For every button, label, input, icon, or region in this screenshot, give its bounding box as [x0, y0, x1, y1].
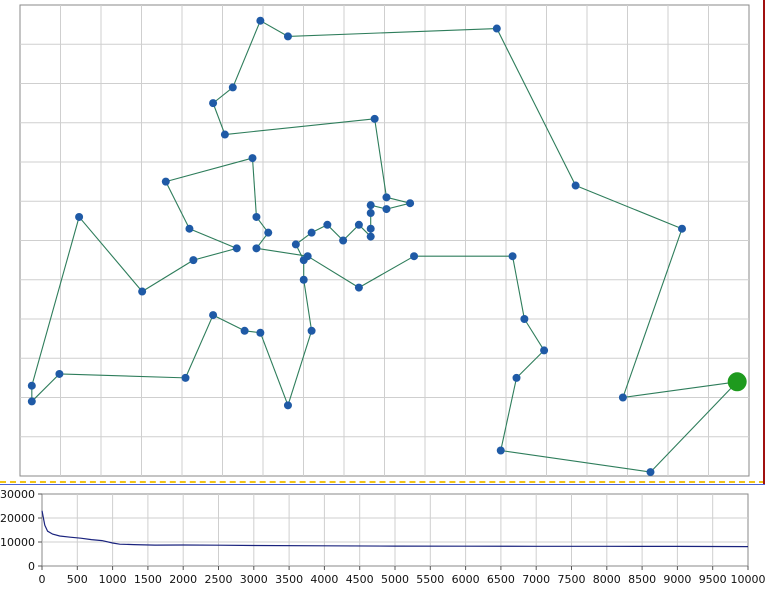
x-tick-label: 4000 [310, 573, 338, 586]
city-point [410, 252, 418, 260]
city-point [284, 32, 292, 40]
x-tick-label: 500 [67, 573, 88, 586]
city-point [678, 225, 686, 233]
x-tick-label: 8000 [593, 573, 621, 586]
city-point [229, 83, 237, 91]
city-point [497, 446, 505, 454]
tour-map-chart [0, 0, 765, 480]
x-tick-label: 9000 [663, 573, 691, 586]
x-tick-label: 7500 [558, 573, 586, 586]
city-point [55, 370, 63, 378]
city-point [28, 397, 36, 405]
x-tick-label: 6500 [487, 573, 515, 586]
x-tick-label: 0 [39, 573, 46, 586]
city-point [367, 209, 375, 217]
city-point [185, 225, 193, 233]
panel-splitter[interactable] [0, 481, 765, 483]
city-point [162, 178, 170, 186]
x-tick-labels: 0 500 1000 1500 2000 2500 3000 3500 4000 4500 5000… [39, 566, 765, 586]
city-point [252, 213, 260, 221]
city-point [355, 221, 363, 229]
city-point [241, 327, 249, 335]
city-point [256, 329, 264, 337]
city-point [371, 115, 379, 123]
city-point [292, 240, 300, 248]
city-point [513, 374, 521, 382]
x-tick-label: 7000 [522, 573, 550, 586]
city-point [75, 213, 83, 221]
city-point [209, 99, 217, 107]
x-tick-label: 3000 [240, 573, 268, 586]
city-point [248, 154, 256, 162]
x-tick-label: 2500 [205, 573, 233, 586]
city-point [284, 401, 292, 409]
city-point [619, 394, 627, 402]
x-tick-label: 1000 [99, 573, 127, 586]
convergence-panel: 0 500 1000 1500 2000 2500 3000 3500 4000 4500 5000… [0, 485, 765, 594]
city-point [367, 233, 375, 241]
city-point [308, 229, 316, 237]
x-tick-label: 5000 [381, 573, 409, 586]
city-point [382, 193, 390, 201]
x-tick-label: 1500 [134, 573, 162, 586]
y-tick-label: 0 [28, 560, 35, 573]
city-point [572, 182, 580, 190]
city-point [493, 25, 501, 33]
tour-map-panel [0, 0, 765, 480]
city-point [367, 201, 375, 209]
city-point [308, 327, 316, 335]
city-point [209, 311, 217, 319]
city-point [189, 256, 197, 264]
x-tick-label: 10000 [731, 573, 765, 586]
city-point [520, 315, 528, 323]
current-city-marker [728, 372, 747, 391]
city-point [406, 199, 414, 207]
x-tick-label: 8500 [628, 573, 656, 586]
city-point [138, 288, 146, 296]
city-point [367, 225, 375, 233]
convergence-chart: 0 500 1000 1500 2000 2500 3000 3500 4000 4500 5000… [0, 485, 765, 594]
city-point [264, 229, 272, 237]
y-tick-label: 20000 [0, 512, 35, 525]
x-tick-label: 6000 [452, 573, 480, 586]
city-point [300, 276, 308, 284]
city-point [382, 205, 390, 213]
x-tick-label: 2000 [169, 573, 197, 586]
city-point [233, 244, 241, 252]
city-point [256, 17, 264, 25]
city-point [221, 131, 229, 139]
city-point [182, 374, 190, 382]
city-point [355, 284, 363, 292]
x-tick-label: 9500 [699, 573, 727, 586]
city-point [509, 252, 517, 260]
convergence-grid [42, 494, 748, 566]
y-tick-label: 10000 [0, 536, 35, 549]
city-point [323, 221, 331, 229]
city-point [304, 252, 312, 260]
city-point [540, 346, 548, 354]
y-tick-labels: 0 10000 20000 30000 [0, 488, 42, 573]
x-tick-label: 3500 [275, 573, 303, 586]
city-point [252, 244, 260, 252]
city-point [339, 237, 347, 245]
y-tick-label: 30000 [0, 488, 35, 501]
x-tick-label: 5500 [416, 573, 444, 586]
city-point [28, 382, 36, 390]
city-point [646, 468, 654, 476]
x-tick-label: 4500 [346, 573, 374, 586]
